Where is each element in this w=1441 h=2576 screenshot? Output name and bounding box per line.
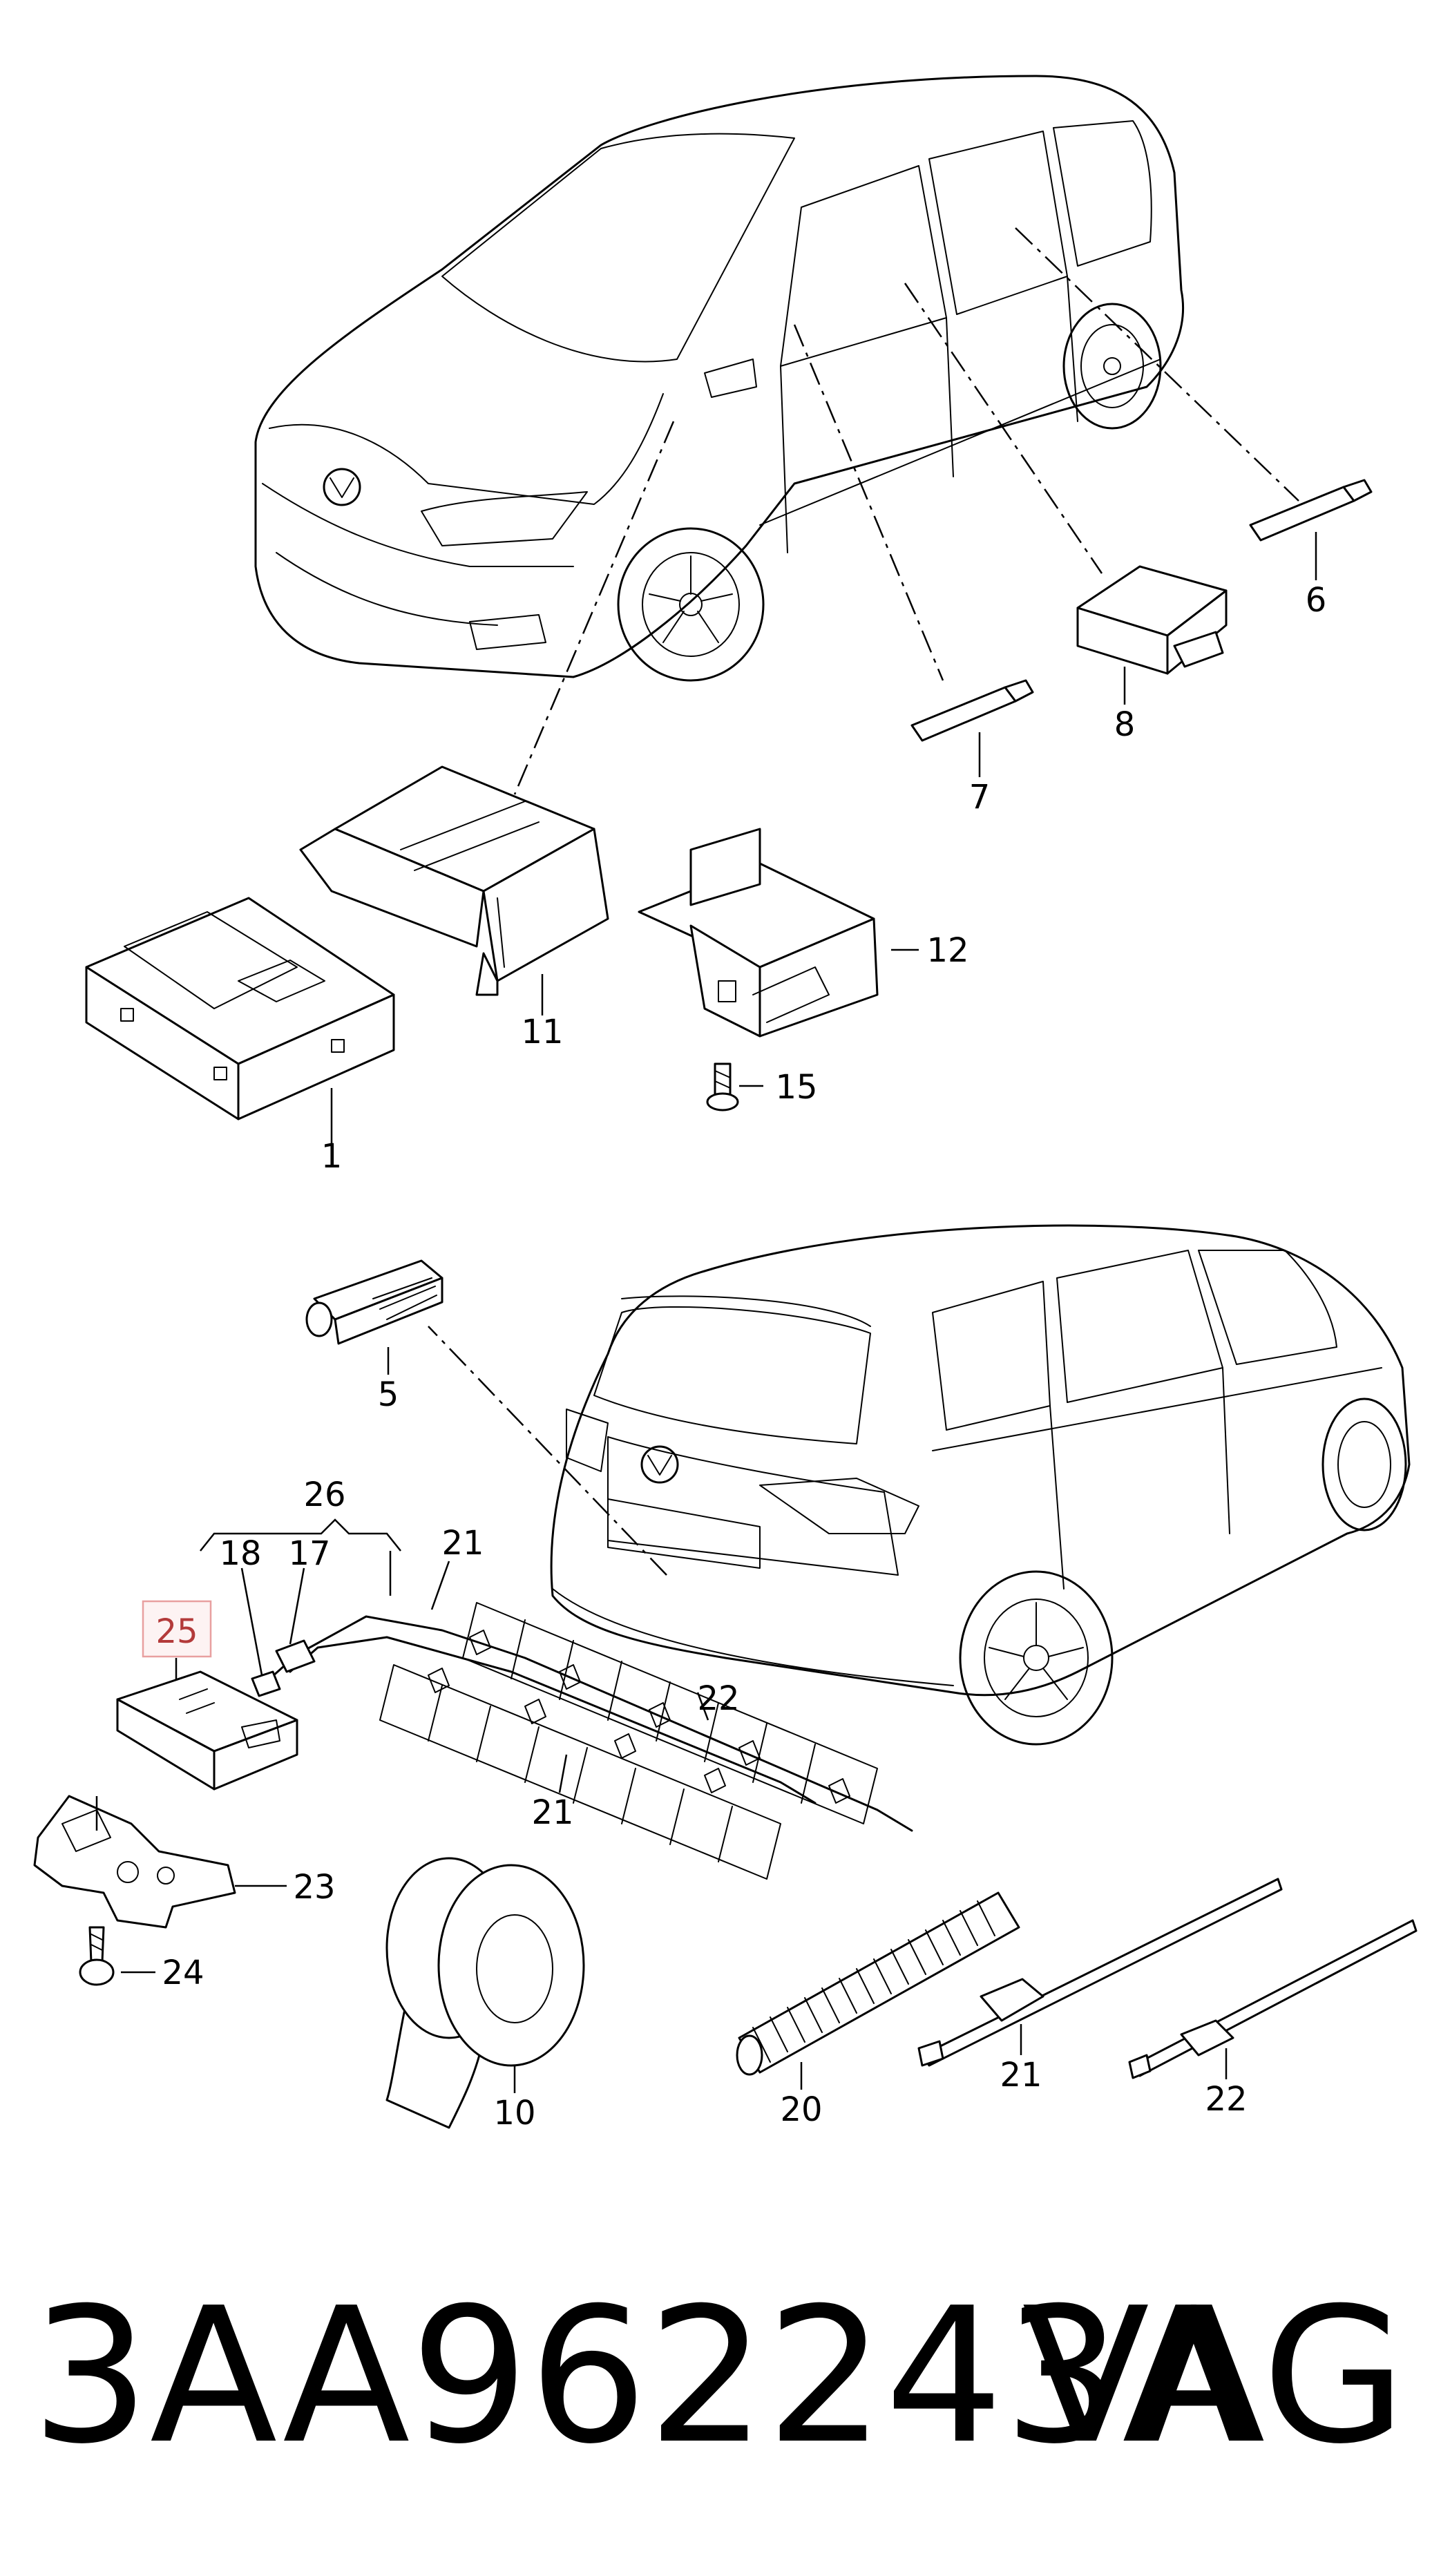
wiring-harness xyxy=(251,1561,913,1880)
part-6-antenna xyxy=(1249,479,1373,580)
callout-23: 23 xyxy=(293,1868,335,1907)
callout-22-middle: 22 xyxy=(697,1679,739,1718)
callout-8: 8 xyxy=(1114,705,1136,744)
callout-18: 18 xyxy=(219,1534,261,1573)
callout-11: 11 xyxy=(521,1013,563,1051)
part-24-screw xyxy=(79,1926,155,1986)
vehicle-rear-view xyxy=(550,1224,1411,1746)
callout-7: 7 xyxy=(969,778,991,817)
callout-10: 10 xyxy=(493,2094,535,2133)
part-1-control-box xyxy=(85,897,395,1143)
callout-21-middle: 21 xyxy=(531,1793,573,1832)
brand-name: VAG xyxy=(1022,2267,1406,2485)
callout-25-highlight-box xyxy=(142,1600,212,1658)
part-21-cable-tie xyxy=(917,1878,1283,2067)
callout-21-bottom: 21 xyxy=(1000,2056,1042,2095)
callout-22-bottom: 22 xyxy=(1205,2080,1247,2119)
part-23-bracket xyxy=(33,1795,287,1929)
callout-25: 25 xyxy=(155,1612,198,1651)
callout-15: 15 xyxy=(775,1068,817,1107)
part-8-control-unit xyxy=(1076,565,1228,705)
callout-1: 1 xyxy=(321,1137,343,1176)
leader-dash-rear xyxy=(428,1326,667,1576)
part-number-footer: 3AA962243A VAG xyxy=(0,2273,1441,2480)
part-7-antenna xyxy=(910,679,1034,777)
part-15-screw xyxy=(706,1062,763,1112)
callout-12: 12 xyxy=(926,931,968,970)
part-10-tape-roll xyxy=(385,1857,585,2129)
callout-6: 6 xyxy=(1306,581,1327,620)
leader-dashes-top xyxy=(513,227,1299,795)
part-5-antenna-module xyxy=(305,1259,443,1375)
callout-17: 17 xyxy=(288,1534,330,1573)
callout-24: 24 xyxy=(162,1954,204,1992)
callout-26: 26 xyxy=(303,1476,345,1514)
part-12-holder xyxy=(638,828,919,1038)
group-bracket-26 xyxy=(200,1518,401,1679)
callout-20: 20 xyxy=(780,2090,822,2129)
part-25-module xyxy=(116,1600,298,1791)
part-22-cable-tie xyxy=(1128,1919,1418,2079)
part-20-corrugated-tube xyxy=(736,1891,1020,2090)
part-11-bracket xyxy=(299,765,609,1015)
part-number: 3AA962243A xyxy=(31,2267,1250,2485)
callout-21-top: 21 xyxy=(441,1524,484,1563)
vehicle-front-view xyxy=(254,75,1185,682)
callout-5: 5 xyxy=(378,1375,399,1414)
